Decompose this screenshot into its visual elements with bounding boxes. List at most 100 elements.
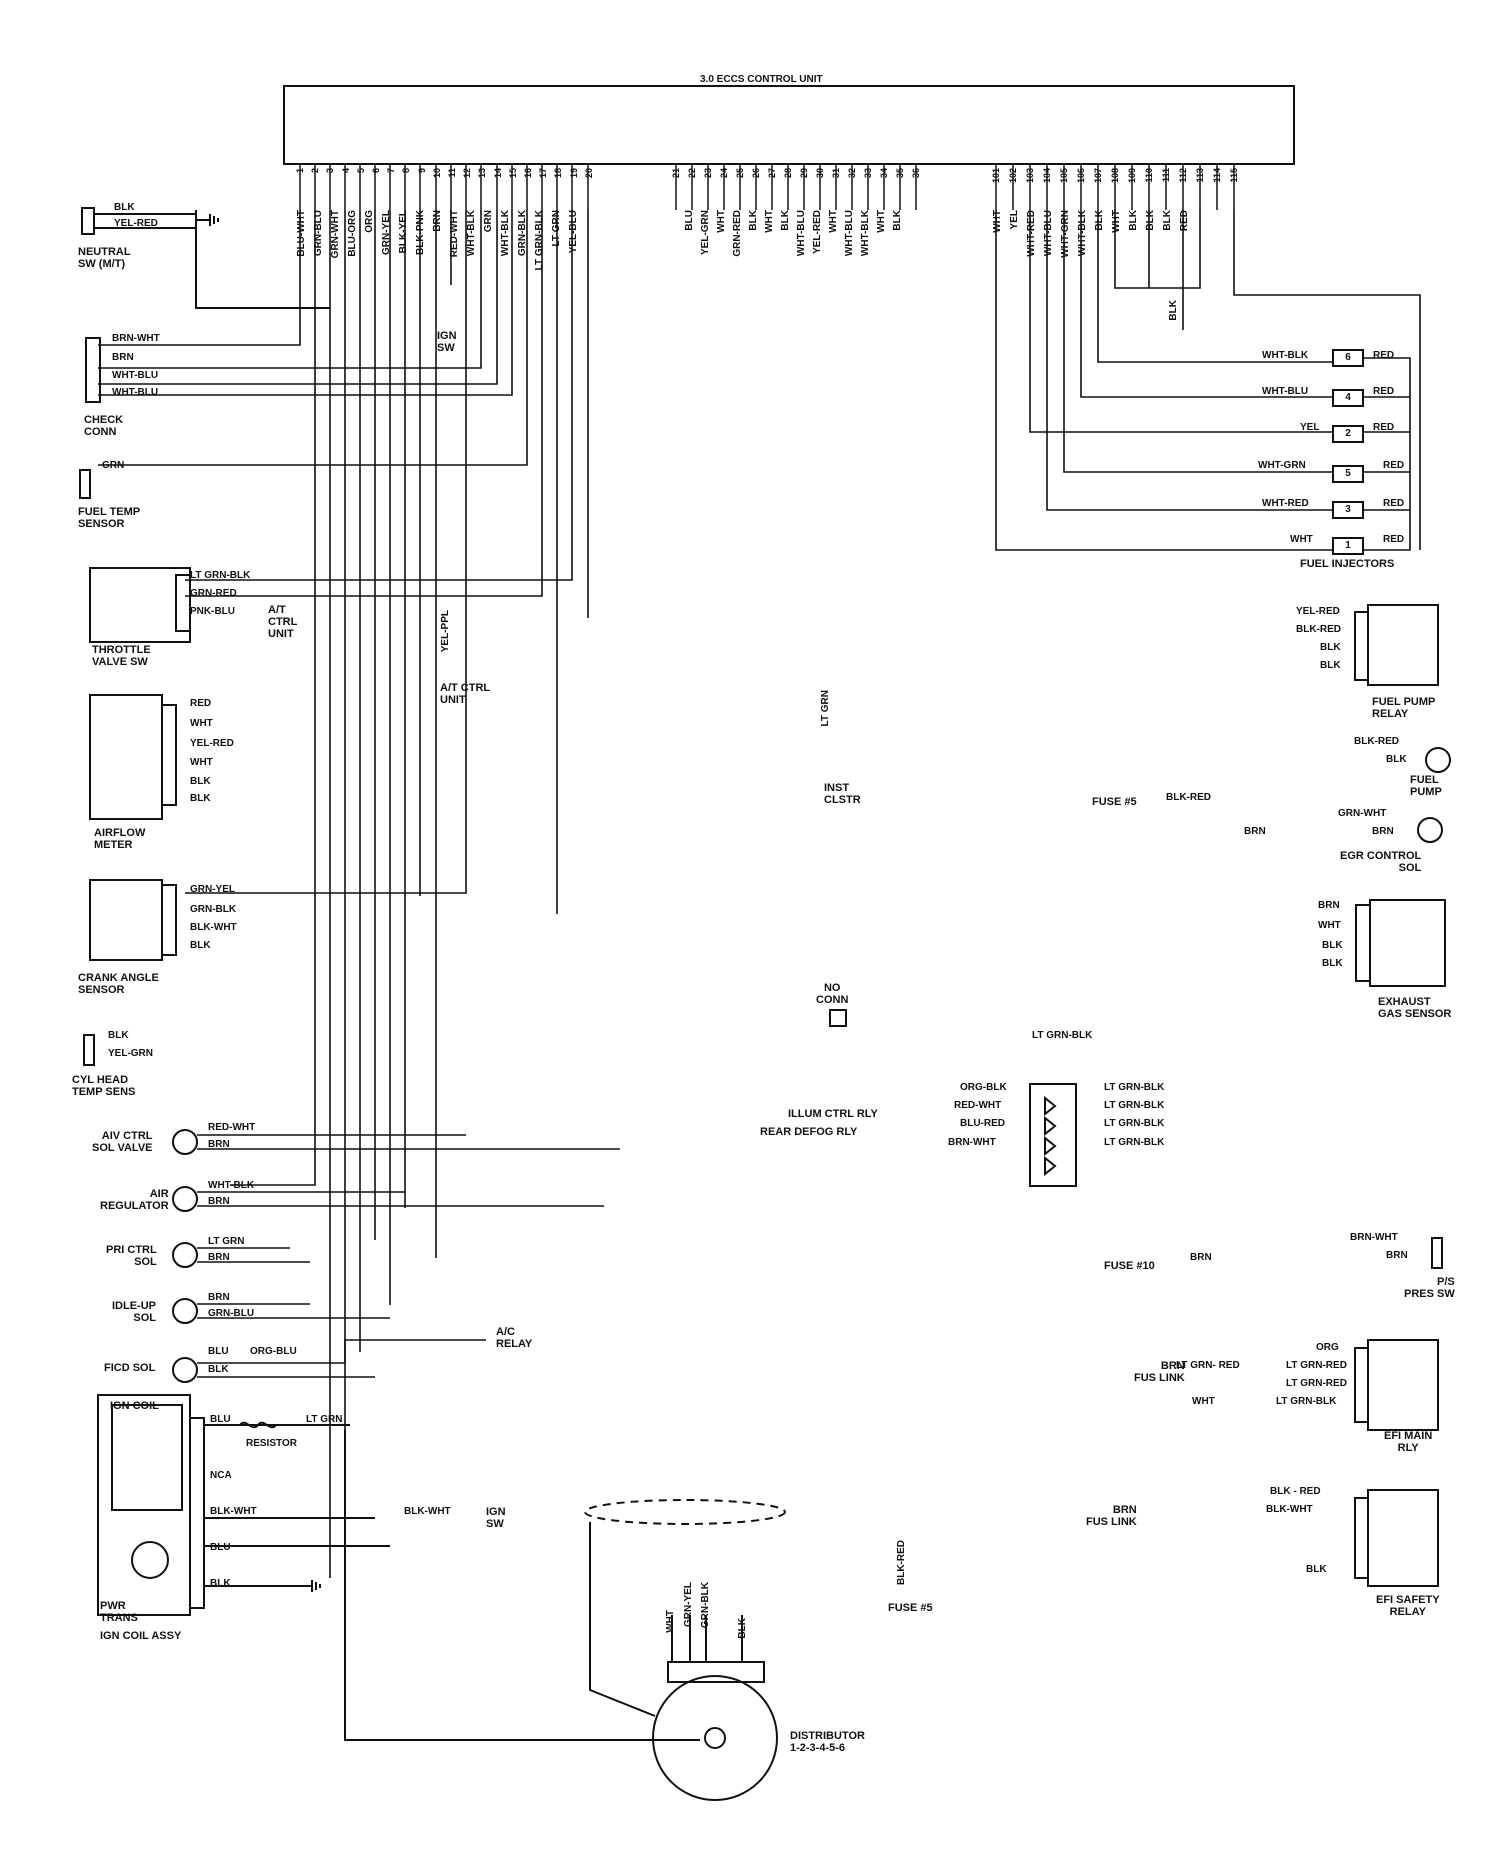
ecu-pin-left-10: 11 xyxy=(447,168,457,178)
ecu-pin-right-9: 110 xyxy=(1144,168,1154,183)
ign-sw-bottom: IGN SW xyxy=(486,1506,506,1530)
ecu-wire-right-5: WHT-BLK xyxy=(1077,210,1088,257)
ecu-wire-right-1: YEL xyxy=(1009,210,1020,230)
ecu-pin-stubs xyxy=(299,164,1235,210)
ps-wire-2: BRN xyxy=(1386,1250,1408,1261)
check-conn-label: CHECK CONN xyxy=(84,414,124,438)
ecu-pin-right-3: 104 xyxy=(1042,168,1052,184)
check-connector xyxy=(85,337,101,403)
crank-wire-1: GRN-YEL xyxy=(190,884,235,895)
fuel-temp-wire: GRN xyxy=(102,460,125,471)
distributor-label: DISTRIBUTOR 1-2-3-4-5-6 xyxy=(790,1730,865,1754)
ecu-wire-mid-13: BLK xyxy=(892,210,903,231)
ecu-pin-left-12: 13 xyxy=(477,168,488,179)
cyl-head-label: CYL HEAD TEMP SENS xyxy=(72,1074,136,1098)
diode-left-2: RED-WHT xyxy=(954,1100,1002,1111)
ps-pres-sw xyxy=(1431,1237,1443,1269)
dist-wire-4: BLK xyxy=(737,1618,748,1639)
solenoid-circles xyxy=(172,1129,198,1383)
air-reg-label: AIR REGULATOR xyxy=(100,1188,169,1212)
ecu-pin-right-4: 105 xyxy=(1059,168,1069,184)
ecu-wire-left-0: BLU-WHT xyxy=(296,210,307,257)
ecu-pin-mid-7: 28 xyxy=(783,168,793,179)
injector-wires xyxy=(995,210,1421,551)
ecu-pin-right-10: 111 xyxy=(1161,168,1171,183)
ecu-pin-mid-0: 21 xyxy=(671,168,681,179)
fpr-wire-2: BLK-RED xyxy=(1296,624,1341,635)
airflow-meter-box xyxy=(89,694,177,820)
inst-clstr-wire: LT GRN xyxy=(820,690,831,727)
ecu-pin-right-6: 107 xyxy=(1093,168,1103,184)
ecu-wire-right-2: WHT-RED xyxy=(1026,210,1037,257)
ecu-wire-mid-4: BLK xyxy=(748,210,759,231)
ecu-pin-right-12: 113 xyxy=(1195,168,1205,183)
exhaust-wire-2: WHT xyxy=(1318,920,1341,931)
solenoid-wires xyxy=(197,1134,620,1378)
inj-red-6: RED xyxy=(1373,350,1395,361)
ecu-pin-mid-11: 32 xyxy=(847,168,857,179)
ecu-pin-left-15: 16 xyxy=(523,168,533,179)
check-wire-3: WHT-BLU xyxy=(112,370,159,381)
ecu-wire-left-12: WHT-BLK xyxy=(500,210,511,257)
fuse5-wire: BLK-RED xyxy=(1166,792,1211,803)
ecu-pin-right-2: 103 xyxy=(1025,168,1035,184)
ecu-pin-mid-10: 31 xyxy=(831,168,841,179)
ecu-wire-right-8: BLK xyxy=(1128,210,1139,231)
ecu-pin-left-5: 6 xyxy=(371,168,381,174)
fuel-pump-relay-label: FUEL PUMP RELAY xyxy=(1372,696,1436,720)
ecu-wire-right-10: BLK xyxy=(1162,210,1173,231)
airflow-wire-6: BLK xyxy=(190,793,211,804)
cyl-head-sensor xyxy=(83,1034,95,1066)
efi-main-wire-2: LT GRN-RED xyxy=(1286,1360,1347,1371)
fuel-pump-wire-1: BLK-RED xyxy=(1354,736,1399,747)
airflow-wire-1: RED xyxy=(190,698,212,709)
fuse5-bottom-label: FUSE #5 xyxy=(888,1602,933,1614)
ecu-wire-mid-7: WHT-BLU xyxy=(796,210,807,257)
idle-up-label: IDLE-UP SOL xyxy=(112,1300,156,1324)
ecu-wire-right-3: WHT-BLU xyxy=(1043,210,1054,257)
ecu-pin-mid-5: 26 xyxy=(751,168,761,179)
ecu-wire-left-1: GRN-BLU xyxy=(313,210,324,257)
no-conn-box xyxy=(829,1009,847,1027)
aiv-wire-2: BRN xyxy=(208,1139,230,1150)
ecu-box xyxy=(283,85,1295,165)
exhaust-sensor xyxy=(1355,899,1446,987)
ecu-pin-right-1: 102 xyxy=(1008,168,1018,184)
crank-angle-box xyxy=(89,879,177,961)
inj-num-1: 1 xyxy=(1345,540,1351,551)
yel-ppl-label: YEL-PPL xyxy=(440,610,451,653)
inj-num-2: 2 xyxy=(1345,428,1351,439)
pri-ctrl-wire-2: BRN xyxy=(208,1252,230,1263)
throttle-switch-box xyxy=(89,567,191,643)
ecu-wire-mid-8: YEL-RED xyxy=(812,210,823,254)
efi-main-label: EFI MAIN RLY xyxy=(1384,1430,1433,1454)
inj-red-5: RED xyxy=(1383,460,1405,471)
inj-wire-5: WHT-GRN xyxy=(1258,460,1306,471)
fuel-injectors-label: FUEL INJECTORS xyxy=(1300,558,1395,570)
ecu-wire-left-7: BLK-PNK xyxy=(415,210,426,255)
ecu-pin-left-14: 15 xyxy=(507,168,518,179)
at-ctrl-unit-label: A/T CTRL UNIT xyxy=(440,682,491,706)
efi-safety-label: EFI SAFETY RELAY xyxy=(1376,1594,1440,1618)
ficd-wire-2: ORG-BLU xyxy=(250,1346,297,1357)
diode-top-wire: LT GRN-BLK xyxy=(1032,1030,1093,1041)
egr-label: EGR CONTROL SOL xyxy=(1340,850,1422,874)
inj-red-3: RED xyxy=(1383,498,1405,509)
ecu-pin-mid-14: 35 xyxy=(895,168,905,179)
efi-main-wht: WHT xyxy=(1192,1396,1215,1407)
air-reg-wire-1: WHT-BLK xyxy=(208,1180,255,1191)
pri-ctrl-label: PRI CTRL SOL xyxy=(106,1244,157,1268)
efi-main-fus-link: BRN FUS LINK xyxy=(1134,1360,1185,1384)
exhaust-wire-4: BLK xyxy=(1322,958,1343,969)
ign-coil-wire-ltgrn: LT GRN xyxy=(306,1414,343,1425)
ecu-pin-right-7: 108 xyxy=(1110,168,1120,184)
dist-wire-2: GRN-YEL xyxy=(683,1582,694,1627)
efi-safety-wire-3: BLK xyxy=(1306,1564,1327,1575)
ecu-pin-mid-3: 24 xyxy=(719,168,729,179)
ecu-pin-mid-9: 30 xyxy=(815,168,825,179)
left-bundle-wires xyxy=(98,210,589,1578)
throttle-wire-3: PNK-BLU xyxy=(190,606,235,617)
fuse10-label: FUSE #10 xyxy=(1104,1260,1155,1272)
ecu-wire-left-9: RED-WHT xyxy=(449,210,460,258)
ecu-pin-left-4: 5 xyxy=(355,168,366,174)
